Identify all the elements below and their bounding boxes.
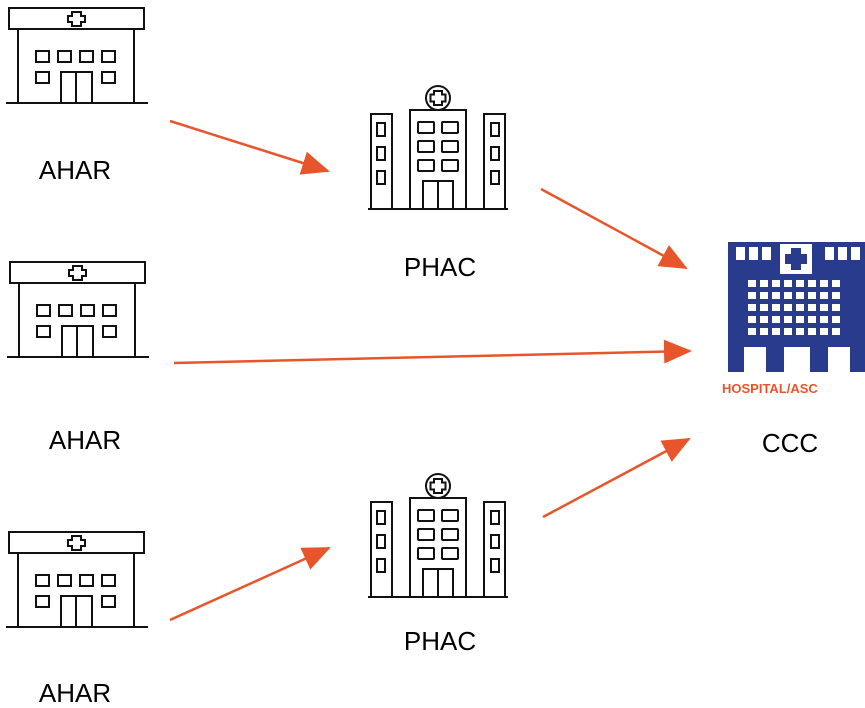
clinic-icon	[5, 531, 149, 628]
edge-arrow	[542, 437, 691, 519]
hospital-asc-icon	[728, 242, 865, 372]
edge-arrow	[169, 546, 331, 622]
clinic-icon	[6, 261, 150, 358]
node-label-phac: PHAC	[403, 252, 477, 282]
office-building-icon	[367, 85, 509, 210]
edge-arrow	[169, 119, 330, 175]
node-label-phac: PHAC	[403, 626, 477, 656]
node-label-ahar: AHAR	[38, 678, 112, 708]
node-label-ahar: AHAR	[38, 155, 112, 185]
node-label-ahar: AHAR	[48, 425, 122, 455]
hospital-caption: HOSPITAL/ASC	[722, 381, 818, 396]
clinic-icon	[5, 7, 149, 104]
node-label-ccc: CCC	[761, 428, 819, 458]
office-building-icon	[367, 473, 509, 598]
edge-arrow	[173, 339, 692, 365]
edge-arrow	[540, 187, 688, 270]
